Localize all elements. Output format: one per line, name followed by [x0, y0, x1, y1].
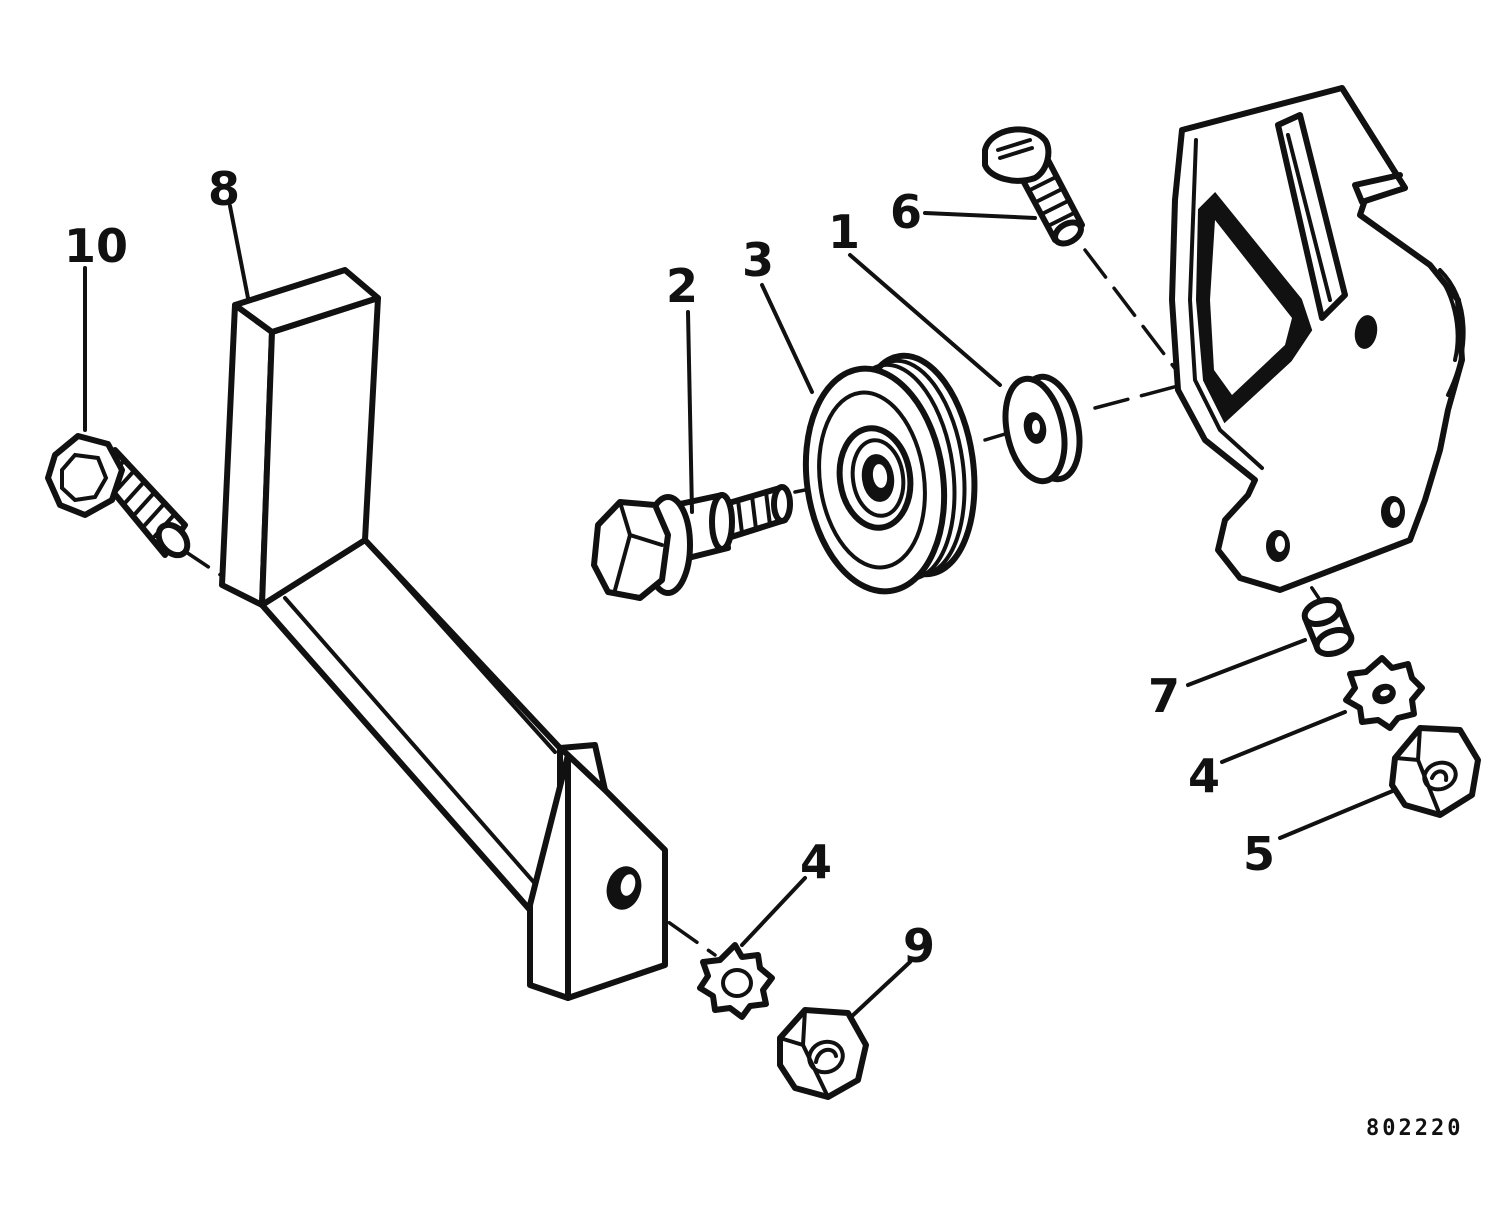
- arm-bracket-part-8: [219, 267, 668, 1001]
- hex-nut-part-5: [1389, 725, 1481, 818]
- callout-3: 3: [742, 233, 774, 287]
- callout-8: 8: [208, 162, 240, 216]
- callout-10: 10: [64, 219, 128, 273]
- mounting-bracket: [1169, 85, 1466, 593]
- flat-washer-part-1: [1002, 373, 1083, 485]
- spacer-part-7: [1301, 596, 1355, 658]
- lock-washer-part-4-left: [697, 942, 775, 1020]
- pulley-part-3: [802, 352, 978, 595]
- leader-lines: [83, 204, 1397, 1020]
- figure-number: 802220: [1366, 1116, 1463, 1141]
- shoulder-bolt-part-2: [591, 484, 793, 601]
- callout-2: 2: [666, 259, 698, 313]
- callout-labels: 10 8 2 3 1 6 7 4 5 4 9: [64, 162, 1275, 973]
- callout-4-right: 4: [1188, 749, 1220, 803]
- machine-screw-part-6: [982, 126, 1085, 247]
- callout-7: 7: [1148, 669, 1180, 723]
- hex-nut-part-9: [777, 1007, 869, 1100]
- callout-6: 6: [890, 185, 922, 239]
- slotted-screw-part-10: [45, 433, 191, 559]
- callout-1: 1: [828, 205, 860, 259]
- callout-9: 9: [903, 919, 935, 973]
- callout-4-left: 4: [800, 835, 832, 889]
- callout-5: 5: [1243, 827, 1275, 881]
- lock-washer-part-4-right: [1343, 655, 1425, 731]
